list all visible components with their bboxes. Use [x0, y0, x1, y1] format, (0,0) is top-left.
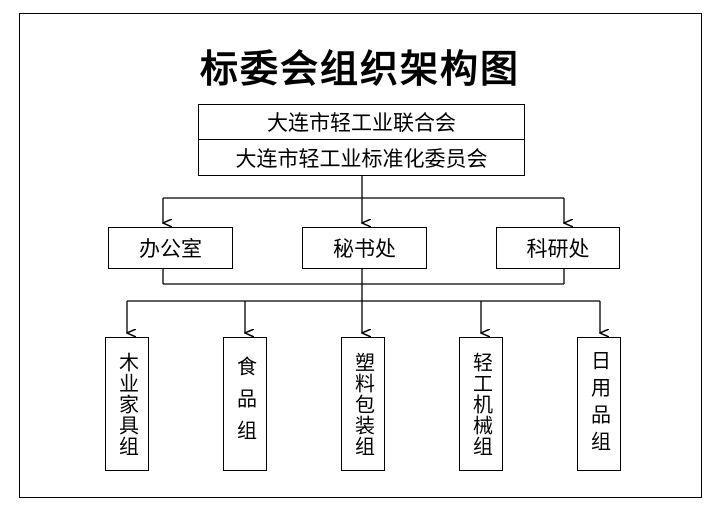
dept-box-office: 办公室 [108, 227, 233, 269]
group-box-plastic-packaging: 塑料包装组 [341, 337, 385, 471]
top-box-committee: 大连市轻工业标准化委员会 [198, 139, 525, 176]
diagram-title: 标委会组织架构图 [199, 46, 520, 91]
group-box-food: 食品组 [223, 337, 267, 471]
group-box-light-machinery: 轻工机械组 [459, 337, 503, 471]
dept-box-secretariat: 秘书处 [302, 227, 427, 269]
group-box-daily-goods: 日用品组 [577, 337, 621, 471]
group-box-wood-furniture: 木业家具组 [105, 337, 149, 471]
page-frame [19, 13, 702, 498]
top-box-federation: 大连市轻工业联合会 [198, 104, 525, 140]
dept-box-research: 科研处 [496, 227, 620, 269]
